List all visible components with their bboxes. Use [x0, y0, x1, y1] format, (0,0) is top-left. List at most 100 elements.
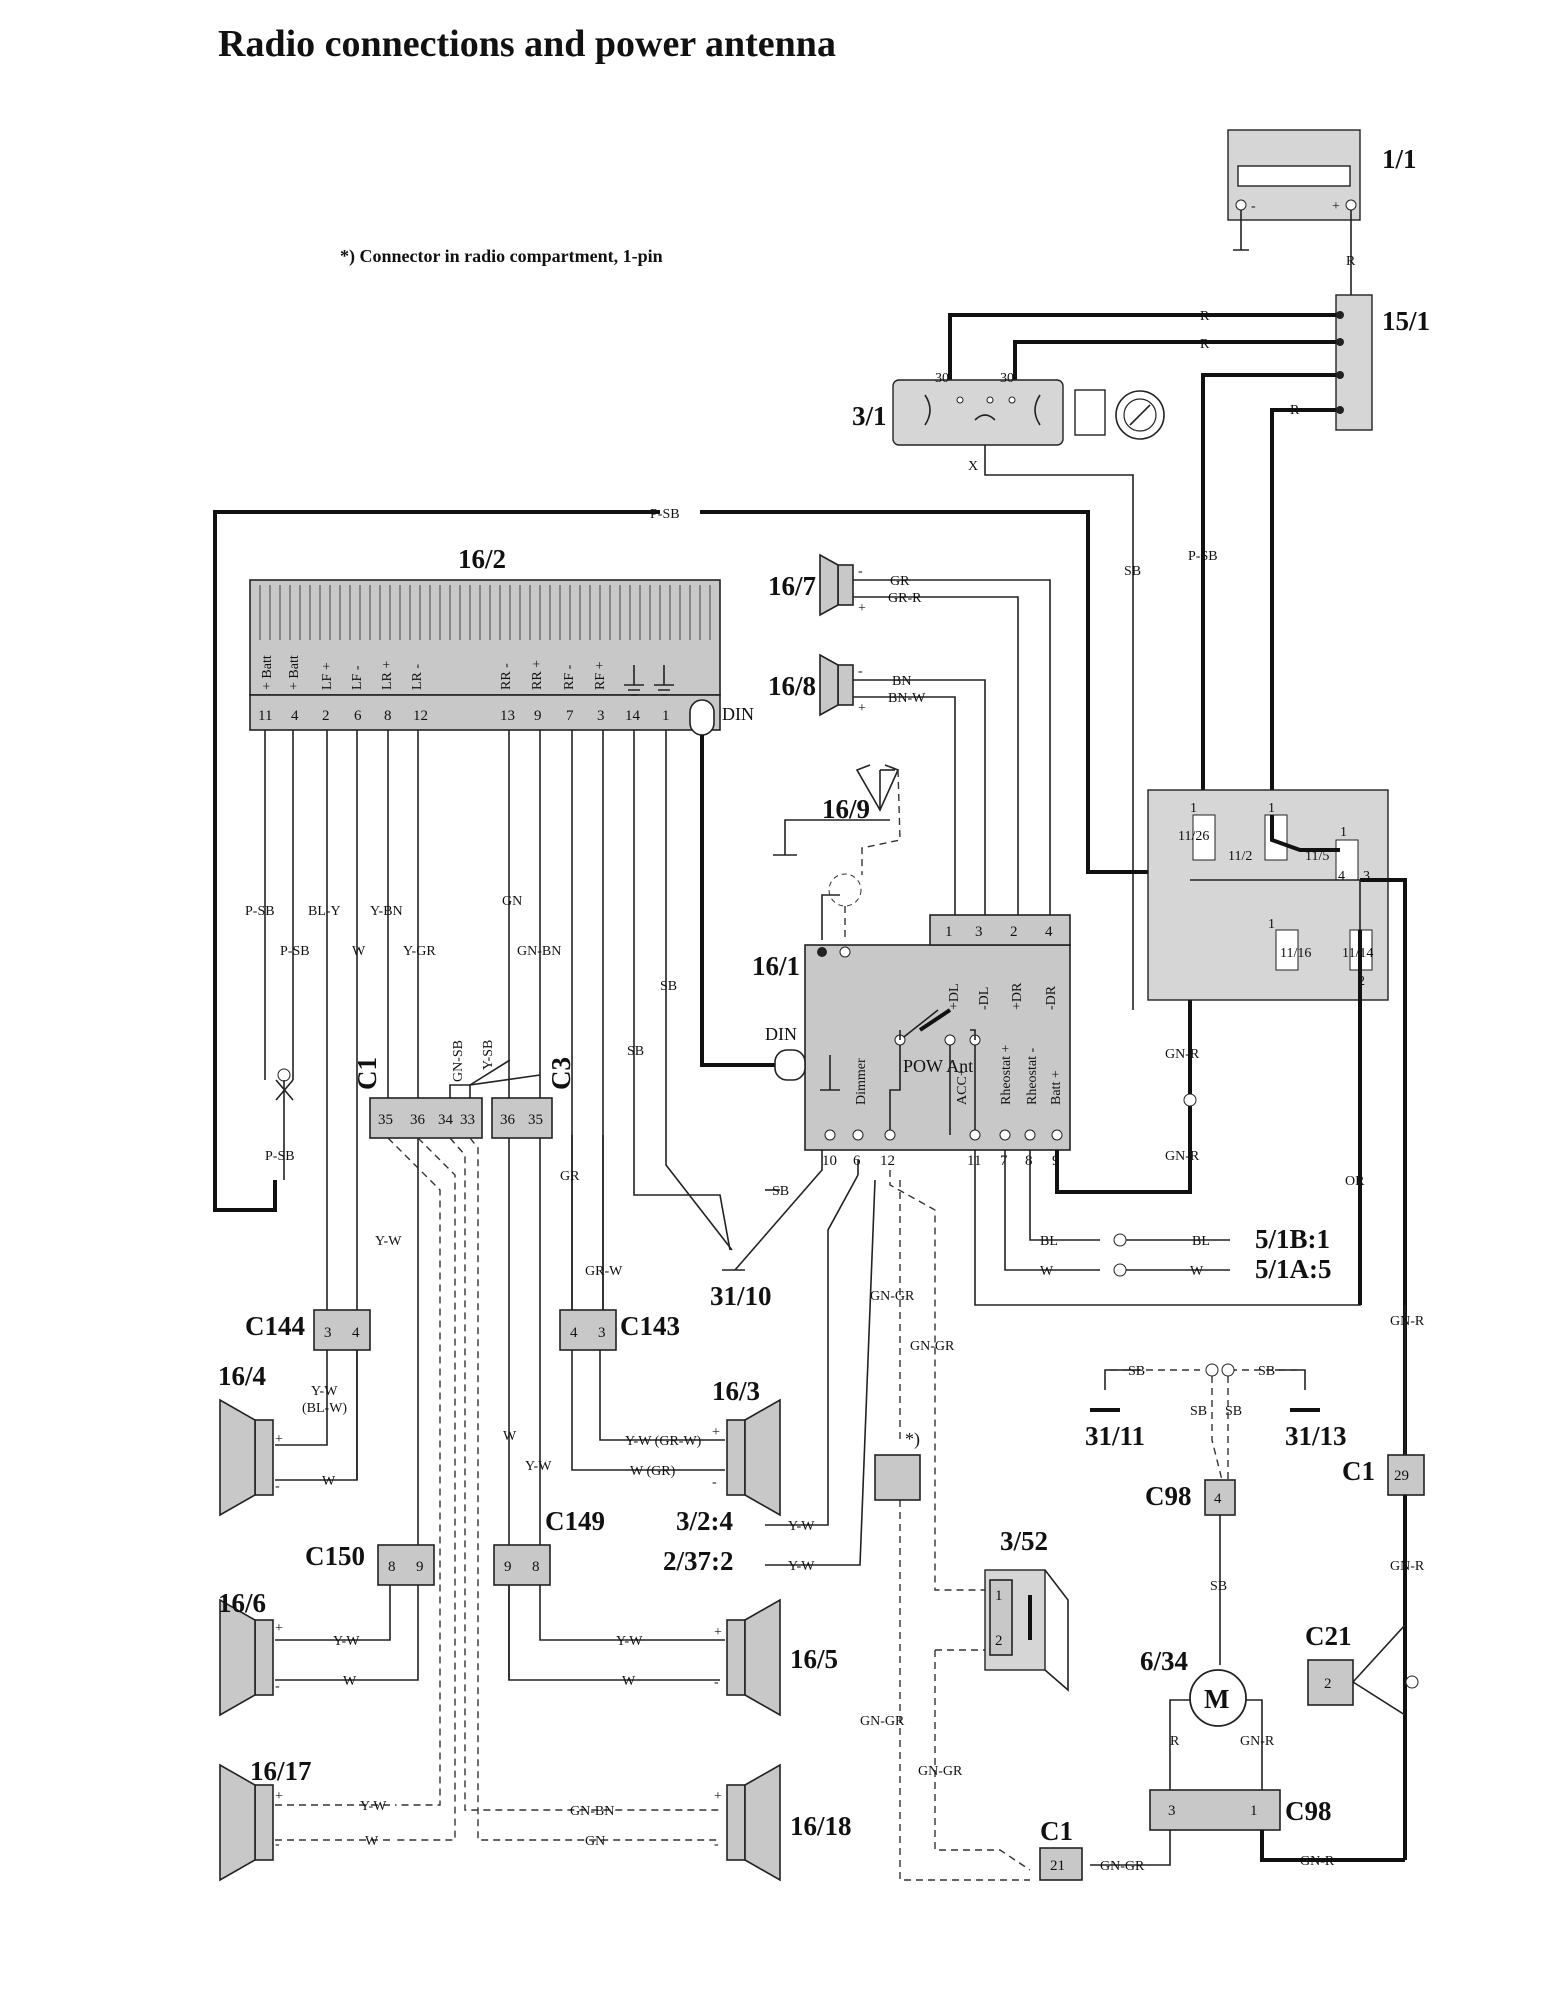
plus-sign: + [275, 1432, 283, 1447]
ref-label: 2/37:2 [663, 1546, 734, 1576]
minus-sign: - [858, 564, 863, 579]
ground-label: 31/11 [1085, 1421, 1145, 1451]
relay-pin: 4 [1338, 869, 1345, 884]
c1-pin: 36 [410, 1112, 426, 1128]
wire-color-label: BL [1040, 1234, 1058, 1249]
radio-pin-num: 14 [625, 708, 641, 724]
antenna-label: 16/9 [822, 794, 870, 824]
module-func: Dimmer [854, 1058, 869, 1105]
module-func: -DL [977, 987, 992, 1010]
wire-color-label: Y-W [360, 1799, 387, 1814]
wire-color-label: GN-GR [918, 1764, 963, 1779]
plus-sign: + [714, 1789, 722, 1804]
wire-color-label: Y-W [525, 1459, 552, 1474]
ref-label: 5/1B:1 [1255, 1224, 1330, 1254]
wire-color-label: P-SB [265, 1149, 295, 1164]
wire-color-label: W [1040, 1264, 1054, 1279]
motor-symbol: M [1204, 1684, 1229, 1714]
wire-color-label: SB [660, 979, 677, 994]
wire-color-label: R [1346, 254, 1356, 269]
radio-pin-num: 6 [354, 708, 362, 724]
antenna-module: 1 3 2 4 16/1 +DL -DL +DR -DR POW Ant Dim… [752, 914, 1071, 1169]
speaker-label: 16/7 [768, 571, 816, 601]
wire-color-label: P-SB [1188, 549, 1218, 564]
speaker-16-17: 16/17 + - [219, 1756, 312, 1882]
ignition-term: 30 [1000, 371, 1014, 386]
c1-label: C1 [1342, 1456, 1375, 1486]
radio-pin-func: RR + [530, 660, 545, 690]
connector-c1-bottom: 21 C1 [1039, 1816, 1083, 1881]
svg-text:+: + [1332, 199, 1340, 214]
plus-sign: + [712, 1425, 720, 1440]
module-func: Rheostat + [999, 1045, 1014, 1105]
module-func: +DR [1010, 982, 1025, 1010]
wire-color-label: Y-W (GR-W) [625, 1434, 702, 1449]
plus-sign: + [275, 1621, 283, 1636]
relay-pin: 1 [1340, 825, 1347, 840]
wire-color-label: R [1170, 1734, 1180, 1749]
speaker-16-6: 16/6 + - [218, 1588, 283, 1717]
c21-pin: 2 [1324, 1676, 1332, 1692]
wire-color-label: W [622, 1674, 636, 1689]
radio-pin-num: 11 [258, 708, 272, 724]
ground-31-13: 31/13 [1275, 1369, 1347, 1451]
c143-pin: 4 [570, 1325, 578, 1341]
connector-c149: 9 8 C149 [493, 1506, 605, 1586]
module-pow-ant: POW Ant [903, 1056, 973, 1076]
module-top-pin: 2 [1010, 924, 1018, 940]
relay-fuse: 11/14 [1342, 946, 1373, 961]
wire-color-label: GN-GR [1100, 1859, 1145, 1874]
ground-label: 31/13 [1285, 1421, 1347, 1451]
wire-color-label: GR [560, 1169, 580, 1184]
compartment-note: *) Connector in radio compartment, 1-pin [340, 246, 663, 267]
wire-color-label: GN-GR [910, 1339, 955, 1354]
radio-pin-func: LF - [350, 665, 365, 690]
wire-color-label: GN-GR [870, 1289, 915, 1304]
ignition-term: X [968, 459, 978, 474]
relay-pin: 1 [1268, 917, 1275, 932]
connector-c3: 36 35 C3 [491, 1057, 576, 1139]
relay-fuse: 11/5 [1305, 849, 1329, 864]
wire-color-label: Y-GR [403, 944, 436, 959]
wire-color-label: W [1190, 1264, 1204, 1279]
minus-sign: - [275, 1679, 280, 1694]
switch-3-52: 1 2 3/52 [984, 1526, 1069, 1692]
c150-pin: 8 [388, 1559, 396, 1575]
c1-label: C1 [352, 1057, 382, 1090]
wire-color-label: SB [772, 1184, 789, 1199]
wire-color-label: W [352, 944, 366, 959]
connector-c98-lower: 3 1 C98 [1149, 1789, 1332, 1831]
minus-sign: - [275, 1479, 280, 1494]
wire-color-label: Y-SB [481, 1040, 496, 1070]
speaker-16-8: 16/8 - + [768, 653, 866, 717]
radio-pin-func: RF - [562, 664, 577, 690]
wire-color-label: SB [1210, 1579, 1227, 1594]
wire-color-label: SB [1128, 1364, 1145, 1379]
module-func: Batt + [1049, 1070, 1064, 1105]
c98-label: C98 [1145, 1481, 1192, 1511]
c150-pin: 9 [416, 1559, 424, 1575]
page-title: Radio connections and power antenna [218, 23, 836, 65]
radio-pin-func: + Batt [260, 655, 275, 690]
switch-pin: 2 [995, 1633, 1003, 1649]
wire-color-label: GR-R [888, 591, 922, 606]
wire-color-label: GR-W [585, 1264, 623, 1279]
wire-color-label: GN-GR [860, 1714, 905, 1729]
plus-sign: + [714, 1625, 722, 1640]
wire-color-label: GN-BN [517, 944, 561, 959]
radio-pin-num: 8 [384, 708, 392, 724]
radio-pin-func: RR - [499, 663, 514, 690]
connector-c98-upper: 4 C98 [1145, 1479, 1236, 1516]
wire-color-label: Y-W [788, 1519, 815, 1534]
radio-unit: 16/2 + Batt + Batt LF + LF - LR + LR - R… [249, 544, 721, 731]
motor-label: 6/34 [1140, 1646, 1188, 1676]
battery: - + 1/1 R [1227, 129, 1417, 295]
connector-c143: 4 3 C143 [559, 1309, 680, 1351]
ground-label: 31/10 [710, 1281, 772, 1311]
c98-label: C98 [1285, 1796, 1332, 1826]
module-func: Rheostat - [1025, 1048, 1040, 1105]
wire-color-label: GN-R [1165, 1047, 1200, 1062]
connector-c144: 3 4 C144 [245, 1309, 371, 1351]
speaker-label: 16/17 [250, 1756, 312, 1786]
radio-pin-num: 2 [322, 708, 330, 724]
